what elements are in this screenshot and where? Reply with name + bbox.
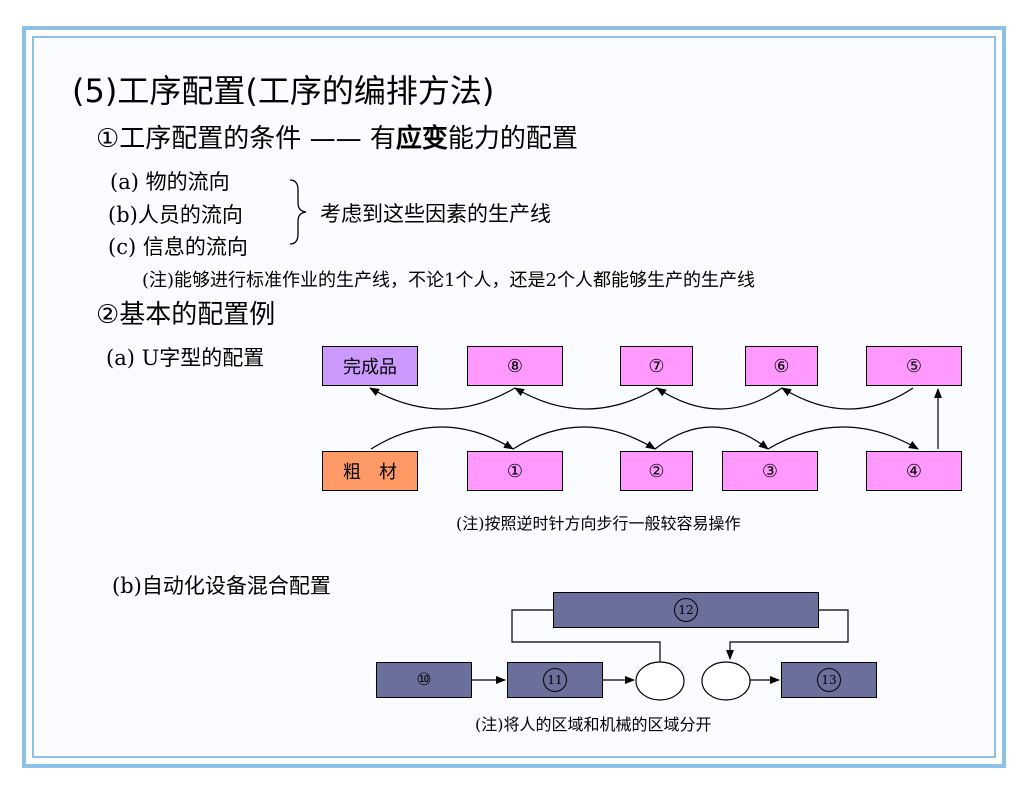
factor-item: (c) 信息的流向 (108, 235, 248, 259)
machine-10-box: ⑩ (376, 662, 472, 698)
factor-item: (a) 物的流向 (110, 170, 230, 194)
machine-11-box: 11 (507, 662, 603, 698)
finished-goods-box: 完成品 (322, 346, 418, 386)
worker-circle-right (701, 661, 751, 701)
station-4-box: ④ (866, 451, 962, 491)
auto-layout-note: (注)将人的区域和机械的区域分开 (475, 715, 712, 734)
u-layout-label: (a) U字型的配置 (106, 346, 265, 370)
machine-11-label: 11 (543, 668, 567, 692)
section1-prefix: ①工序配置的条件 —— 有 (96, 124, 396, 154)
station-7-box: ⑦ (620, 346, 693, 386)
machine-13-label: 13 (817, 668, 841, 692)
outer-frame (22, 26, 1006, 768)
u-layout-note: (注)按照逆时针方向步行一般较容易操作 (456, 514, 741, 533)
section1-suffix: 能力的配置 (447, 124, 578, 154)
inner-frame (32, 36, 996, 758)
section2-heading: ②基本的配置例 (96, 300, 276, 330)
factor-item: (b)人员的流向 (108, 203, 243, 227)
auto-layout-label: (b)自动化设备混合配置 (112, 574, 331, 598)
machine-13-box: 13 (781, 662, 877, 698)
note-standard-work: (注)能够进行标准作业的生产线，不论1个人，还是2个人都能够生产的生产线 (142, 270, 755, 291)
factors-result: 考虑到这些因素的生产线 (320, 202, 551, 226)
station-3-box: ③ (722, 451, 818, 491)
worker-circle-left (635, 661, 685, 701)
machine-10-label: ⑩ (416, 670, 432, 690)
raw-material-box: 粗 材 (322, 451, 418, 491)
page-title: (5)工序配置(工序的编排方法) (72, 72, 495, 110)
machine-12-label: 12 (674, 598, 698, 622)
section1-heading: ①工序配置的条件 —— 有应变能力的配置 (96, 118, 578, 155)
station-8-box: ⑧ (467, 346, 563, 386)
station-1-box: ① (467, 451, 563, 491)
station-6-box: ⑥ (745, 346, 818, 386)
section1-bold: 应变 (395, 124, 448, 154)
machine-12-box: 12 (553, 592, 819, 628)
station-2-box: ② (620, 451, 693, 491)
station-5-box: ⑤ (866, 346, 962, 386)
